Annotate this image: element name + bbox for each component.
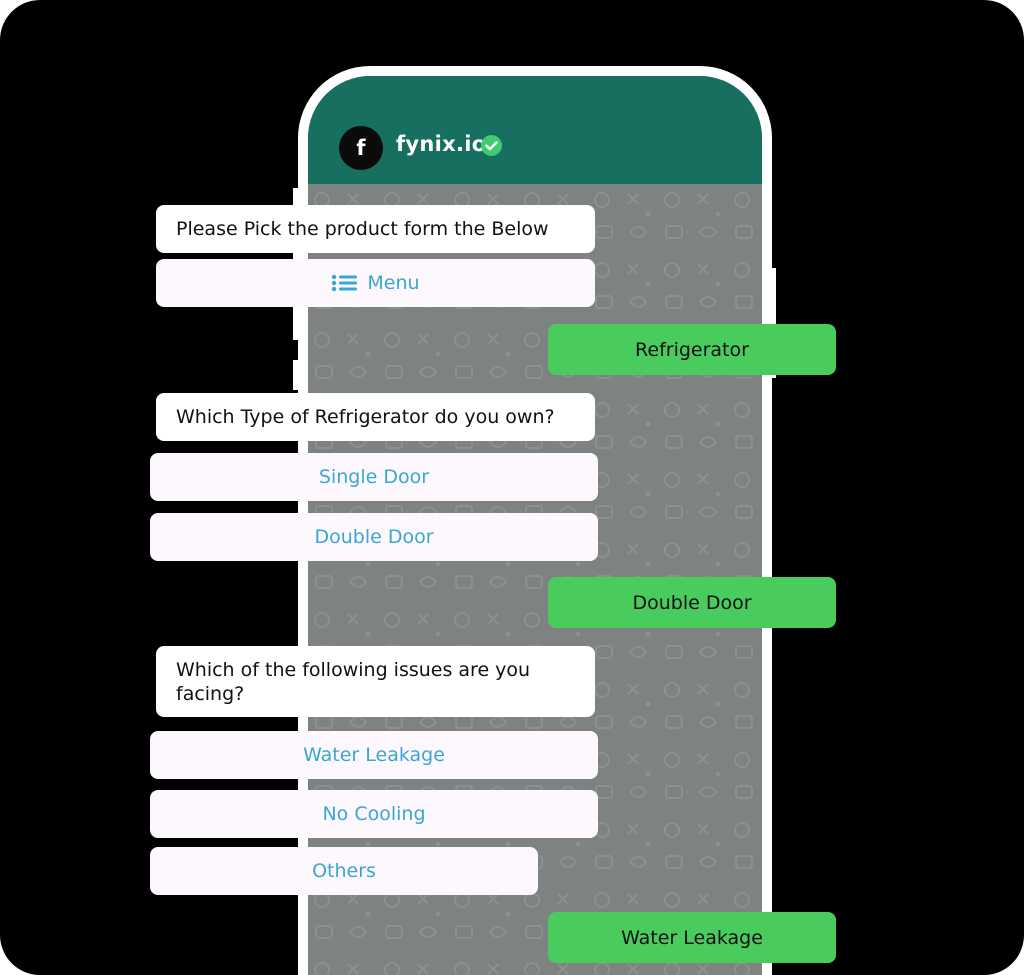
chat-header: f fynix.io <box>308 76 762 184</box>
option-no-cooling[interactable]: No Cooling <box>150 790 598 838</box>
option-water-leakage[interactable]: Water Leakage <box>150 731 598 779</box>
bot-message-issues-prompt: Which of the following issues are you fa… <box>156 646 595 717</box>
avatar[interactable]: f <box>339 126 383 170</box>
option-single-door[interactable]: Single Door <box>150 453 598 501</box>
verified-check-icon <box>481 135 502 156</box>
phone-side-button <box>770 268 776 378</box>
menu-label: Menu <box>367 272 420 294</box>
option-double-door[interactable]: Double Door <box>150 513 598 561</box>
chat-title: fynix.io <box>396 132 487 156</box>
phone-side-button <box>293 360 299 390</box>
option-others[interactable]: Others <box>150 847 538 895</box>
list-icon <box>332 274 358 292</box>
bot-message-type-prompt: Which Type of Refrigerator do you own? <box>156 393 595 441</box>
menu-button[interactable]: Menu <box>156 259 595 307</box>
bot-message-product-prompt: Please Pick the product form the Below <box>156 205 595 253</box>
user-reply-water-leakage: Water Leakage <box>548 912 836 963</box>
user-reply-refrigerator: Refrigerator <box>548 324 836 375</box>
user-reply-double-door: Double Door <box>548 577 836 628</box>
